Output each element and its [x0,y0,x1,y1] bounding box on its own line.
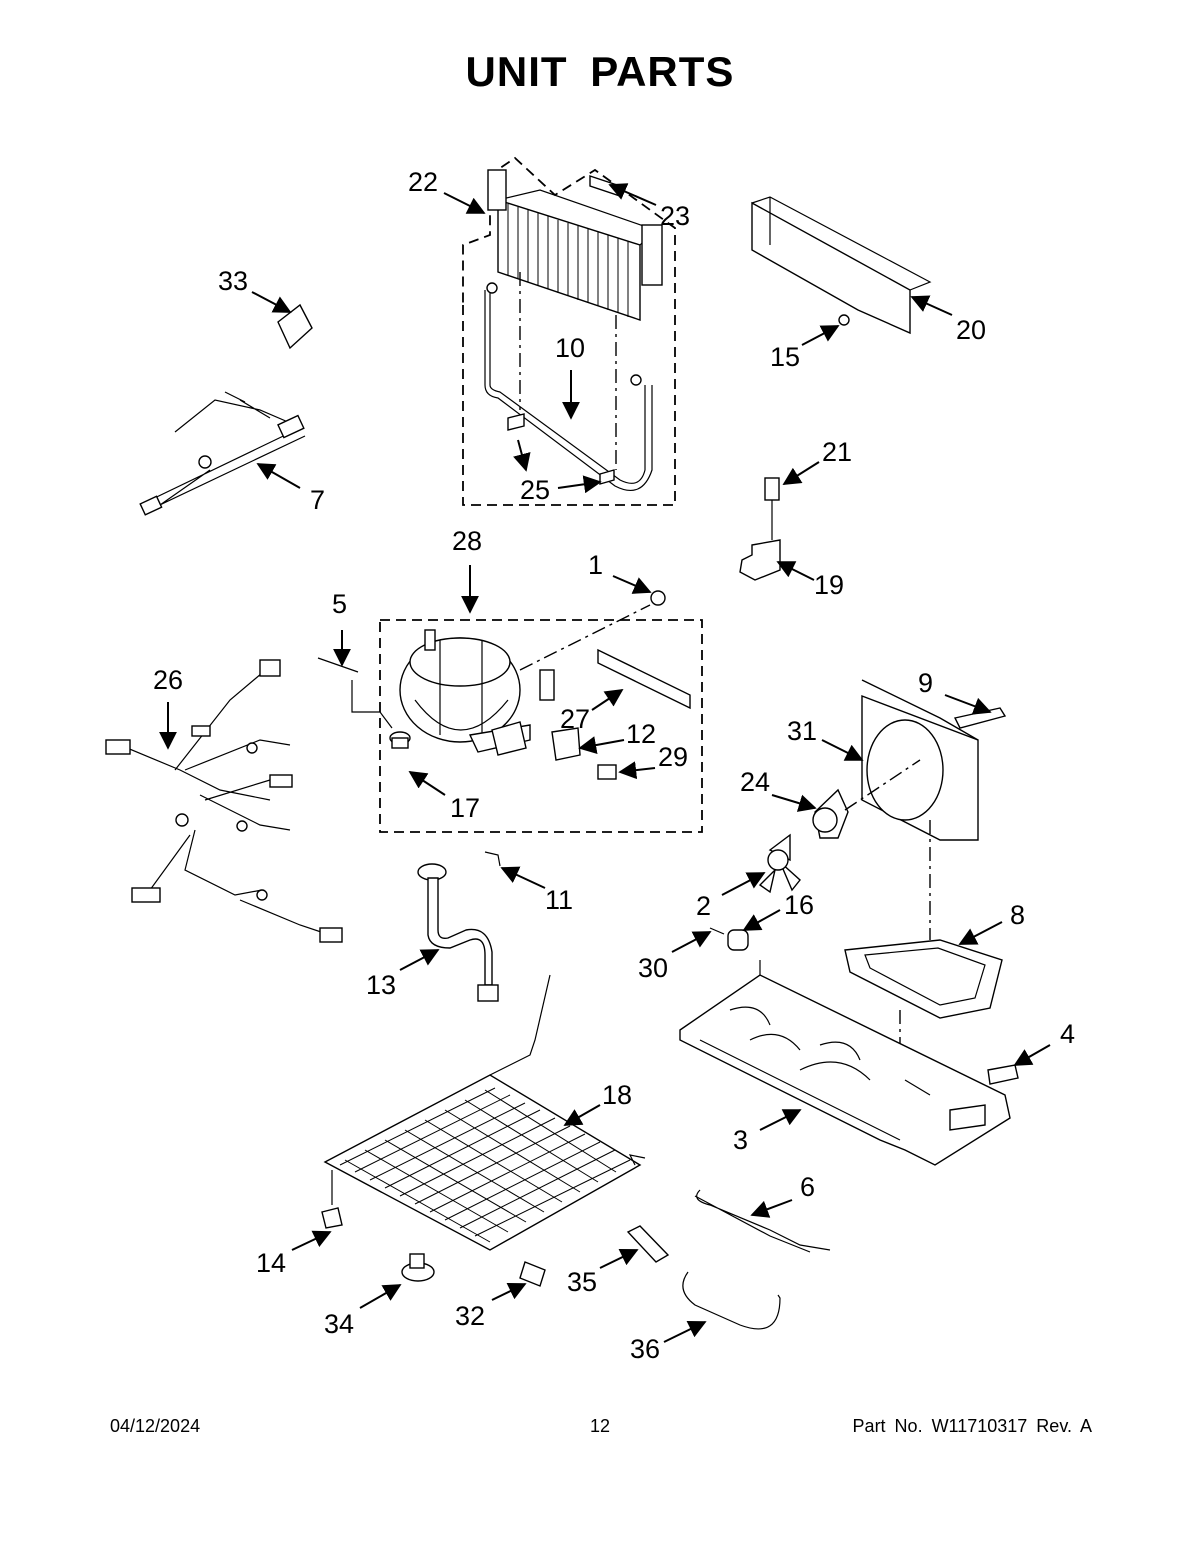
clip-14 [321,1207,343,1229]
callout-3: 3 [733,1125,748,1155]
leader-lines [159,183,1051,1343]
callout-6: 6 [800,1172,815,1202]
callout-31: 31 [787,716,817,746]
callout-7: 7 [310,485,325,515]
callout-30: 30 [638,953,668,983]
callout-4: 4 [1060,1019,1075,1049]
callout-2: 2 [696,891,711,921]
callout-35: 35 [567,1267,597,1297]
callout-17: 17 [450,793,480,823]
callout-22: 22 [408,167,438,197]
callout-5: 5 [332,589,347,619]
base-plate [679,960,1011,1166]
callout-18: 18 [602,1080,632,1110]
callout-12: 12 [626,719,656,749]
drain-tube [417,863,499,1002]
callout-27: 27 [560,704,590,734]
condenser-fan-motor [812,759,921,839]
condenser-fan-shroud [861,679,1007,841]
wire-harness-7 [139,391,306,516]
callout-10: 10 [555,333,585,363]
callout-34: 34 [324,1309,354,1339]
evaporator-assembly [462,156,676,506]
grommet-16 [727,929,749,951]
callout-16: 16 [784,890,814,920]
callout-23: 23 [660,201,690,231]
condenser-fan-blade [758,833,801,894]
tube-36 [682,1271,781,1330]
clip-11 [484,851,501,867]
sleeve-35 [626,1225,670,1263]
callout-numbers: 22 23 10 25 33 7 20 15 21 19 28 1 5 26 2… [153,167,1075,1364]
callout-24: 24 [740,767,770,797]
tube-6 [694,1189,831,1253]
callout-21: 21 [822,437,852,467]
sensor-34 [401,1253,435,1282]
callout-11: 11 [545,885,573,915]
callout-32: 32 [455,1301,485,1331]
callout-15: 15 [770,342,800,372]
valve-4 [987,1064,1019,1085]
callout-13: 13 [366,970,396,1000]
footer-date: 04/12/2024 [110,1416,201,1436]
page-title: UNIT PARTS [465,48,735,95]
callout-20: 20 [956,315,986,345]
callout-14: 14 [256,1248,286,1278]
bracket-19 [739,477,781,581]
callout-9: 9 [918,668,933,698]
main-wire-harness [105,659,343,943]
callout-29: 29 [658,742,688,772]
tube-32 [519,1261,546,1287]
callout-19: 19 [814,570,844,600]
compressor-assembly [317,590,703,833]
callout-33: 33 [218,266,248,296]
footer-part-number: Part No. W11710317 Rev. A [852,1416,1092,1436]
callout-36: 36 [630,1334,660,1364]
machine-compartment-cover [751,196,932,335]
callout-8: 8 [1010,900,1025,930]
condenser-coil [323,974,646,1251]
footer-page-number: 12 [589,1416,611,1436]
callout-28: 28 [452,526,482,556]
pin-30 [709,927,725,935]
callout-26: 26 [153,665,183,695]
control-board [277,303,313,350]
callout-1: 1 [588,550,603,580]
callout-25: 25 [520,475,550,505]
